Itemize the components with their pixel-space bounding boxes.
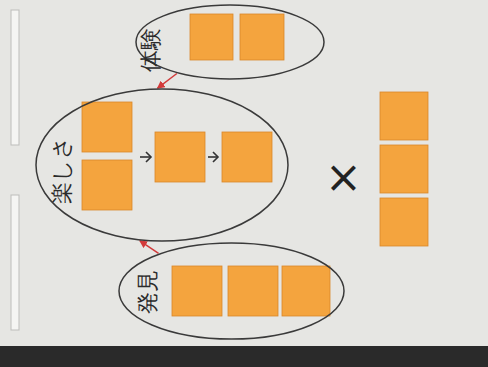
red-arrow bbox=[140, 241, 159, 254]
cross-symbol: × bbox=[325, 155, 362, 199]
group-label: 発見 bbox=[137, 270, 159, 314]
group-label: 楽しさ bbox=[51, 136, 73, 204]
red-arrow bbox=[158, 74, 177, 89]
oval-outline bbox=[135, 4, 325, 80]
discovery-oval: 発見 bbox=[118, 242, 345, 340]
group-label: 体験 bbox=[140, 28, 162, 72]
fun-oval: 楽しさ bbox=[35, 88, 289, 242]
oval-line bbox=[36, 89, 288, 241]
oval-outline bbox=[35, 88, 289, 242]
oval-line bbox=[119, 243, 344, 339]
experience-oval: 体験 bbox=[135, 4, 325, 80]
oval-line bbox=[136, 5, 324, 79]
